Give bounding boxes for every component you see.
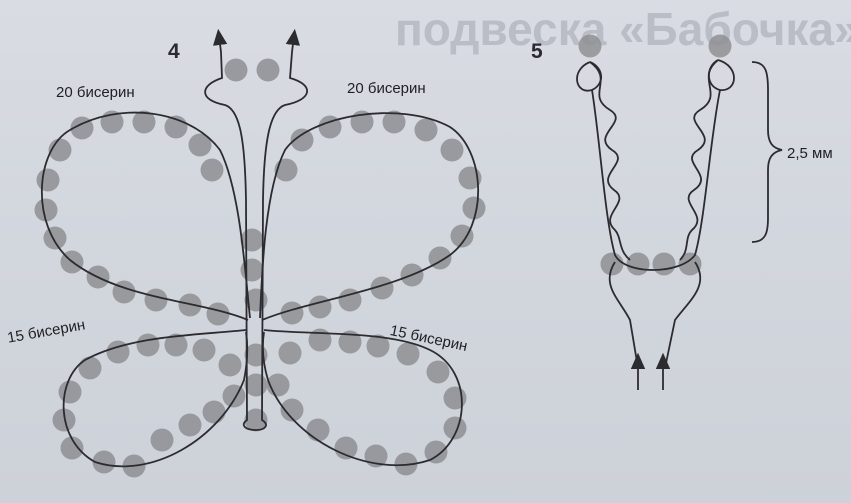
butterfly-wire xyxy=(40,28,480,468)
body-wire-right xyxy=(255,51,308,431)
bead xyxy=(708,34,732,58)
bead xyxy=(244,373,268,397)
bead xyxy=(370,276,394,300)
bead xyxy=(306,418,330,442)
bead xyxy=(206,302,230,326)
bead xyxy=(678,252,702,276)
bead xyxy=(78,356,102,380)
bead xyxy=(218,353,242,377)
bead xyxy=(318,115,342,139)
figure-5-number: 5 xyxy=(531,40,543,63)
bead xyxy=(450,224,474,248)
lower-right-wing-wire xyxy=(261,329,463,467)
bead xyxy=(308,328,332,352)
bead xyxy=(382,110,406,134)
bead xyxy=(290,128,314,152)
bead xyxy=(222,384,246,408)
antennae-figure xyxy=(576,34,783,390)
bead xyxy=(92,450,116,474)
bead xyxy=(150,428,174,452)
upper-left-wing-wire xyxy=(40,111,251,321)
bead xyxy=(274,158,298,182)
bead xyxy=(34,198,58,222)
bead xyxy=(43,226,67,250)
right-antenna-spiral xyxy=(679,59,719,261)
bead xyxy=(308,295,332,319)
bead xyxy=(52,408,76,432)
lower-left-wing-wire xyxy=(62,329,249,468)
bead xyxy=(600,252,624,276)
bead xyxy=(366,334,390,358)
bead xyxy=(280,398,304,422)
bead xyxy=(396,342,420,366)
bead xyxy=(58,380,82,404)
bead xyxy=(132,110,156,134)
measure-brace xyxy=(751,61,783,243)
background-heading: подвеска «Бабочка» xyxy=(395,3,851,55)
bead xyxy=(200,158,224,182)
bead xyxy=(280,301,304,325)
antennae-loop xyxy=(591,89,721,271)
bead xyxy=(443,416,467,440)
left-antenna-spiral xyxy=(589,61,631,261)
upper-right-wing-wire xyxy=(259,112,480,321)
bead xyxy=(60,436,84,460)
right-lower-wire xyxy=(664,261,702,369)
body-wire-left xyxy=(204,51,257,431)
left-lower-wire xyxy=(608,261,639,369)
bead xyxy=(106,340,130,364)
bead xyxy=(178,413,202,437)
bead xyxy=(334,436,358,460)
bead xyxy=(414,118,438,142)
bead xyxy=(240,228,264,252)
bead xyxy=(188,133,212,157)
bead xyxy=(144,288,168,312)
bead xyxy=(136,333,160,357)
bead xyxy=(424,440,448,464)
bead xyxy=(164,333,188,357)
bead xyxy=(578,34,602,58)
bead xyxy=(443,386,467,410)
bead xyxy=(224,58,248,82)
arrow-left-up xyxy=(212,28,228,53)
arrow-right-up xyxy=(285,28,301,53)
bead xyxy=(440,138,464,162)
butterfly-figure xyxy=(34,28,486,478)
bead xyxy=(36,168,60,192)
bead xyxy=(626,252,650,276)
figure-4-number: 4 xyxy=(168,40,180,63)
label-upper-right-20-beads: 20 бисерин xyxy=(347,80,426,97)
bead xyxy=(202,400,226,424)
antennae-beads xyxy=(578,34,732,276)
bead xyxy=(192,338,216,362)
bead xyxy=(256,58,280,82)
bead xyxy=(338,330,362,354)
bead xyxy=(278,341,302,365)
label-upper-left-20-beads: 20 бисерин xyxy=(56,84,135,101)
butterfly-beads xyxy=(34,58,486,478)
left-antenna-tip xyxy=(576,61,603,92)
bead xyxy=(462,196,486,220)
bead xyxy=(426,360,450,384)
bead xyxy=(652,252,676,276)
bead xyxy=(338,288,362,312)
measure-label: 2,5 мм xyxy=(787,145,833,162)
